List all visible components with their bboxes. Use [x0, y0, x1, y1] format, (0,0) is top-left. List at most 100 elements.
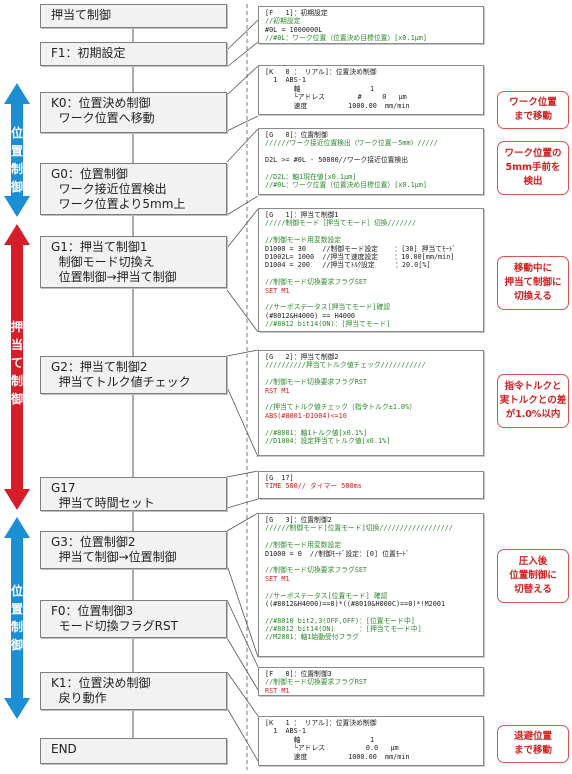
label-char: 位	[10, 584, 23, 598]
code-line: 1 ABS-1	[265, 727, 306, 736]
code-line: D1004 = 200 //押当てﾄﾙｸ設定 ：20.0[%]	[265, 261, 431, 270]
code-line: 速度 1000.00 mm/min	[265, 101, 410, 110]
code-line	[265, 583, 479, 591]
code-box: [K 1 ： リアル]：位置決め制御 1 ABS-1 軸 1 └アドレス 0.0…	[258, 716, 484, 766]
step-box: K0：位置決め制御 ワーク位置へ移動	[40, 92, 227, 133]
code-line	[265, 165, 479, 173]
code-line: [G 17]	[265, 474, 294, 482]
text-line: END	[51, 742, 77, 756]
code-line	[265, 228, 479, 236]
step-box: F0：位置制御3 モード切換フラグRST	[40, 600, 227, 638]
code-line: [K 1 ： リアル]：位置決め制御	[265, 719, 377, 727]
code-line: [G 0]：位置制御	[265, 131, 328, 139]
annotation-note: ワーク位置の 5mm手前を検出	[497, 141, 569, 195]
text-line: 圧入後	[518, 556, 548, 567]
text-line: まで移動	[513, 111, 552, 122]
code-line: //#0L：ワーク位置（位置決め目標位置）[x0.1μm]	[265, 34, 427, 43]
code-line	[265, 420, 479, 428]
code-line: (#8012&H4000) == H4000	[265, 311, 356, 320]
code-box: [F 1]：初期設定//初期設定#0L = 1000000L//#0L：ワーク位…	[258, 6, 484, 44]
text-line: 位置制御に	[509, 570, 557, 581]
text-line: 切換える	[514, 291, 552, 302]
label-char: 当	[10, 338, 23, 352]
text-line: 検出	[523, 176, 543, 187]
label-char: 御	[10, 392, 23, 406]
side-arrow-red	[4, 224, 30, 510]
annotation-note: 退避位置まで移動	[497, 725, 569, 763]
side-arrow-label: 押当て制御	[7, 318, 27, 408]
code-line	[265, 533, 479, 541]
label-char: 制	[10, 374, 23, 388]
code-line: //制御モード切換要求フラグSET	[265, 566, 368, 575]
text-line: 5mm手前を	[505, 162, 561, 173]
text-line: 退避位置	[513, 731, 552, 742]
text-line: G3：位置制御2	[51, 535, 136, 549]
text-line: G2：押当て制御2	[51, 360, 148, 374]
step-box: K1：位置決め制御 戻り動作	[40, 672, 227, 710]
code-line: //制御モード切換要求フラグSET	[265, 278, 368, 287]
step-code-connectors	[226, 19, 259, 762]
label-char: 置	[10, 602, 23, 616]
step-box: G17 押当て時間セット	[40, 477, 227, 511]
label-char: 押	[10, 320, 23, 334]
text-line: 指令トルクと	[504, 381, 562, 392]
code-box: [G 2]：押当て制御2//////////押当てトルク値チェック///////…	[258, 350, 484, 456]
code-line: [G 1]：押当て制御1	[265, 211, 339, 219]
label-char: 制	[10, 620, 23, 634]
code-line: //////制御モード[位置モード]切換//////////////////	[265, 524, 453, 533]
annotation-note: 移動中に押当て制御に切換える	[497, 256, 569, 310]
code-box: [K 0 ： リアル]：位置決め制御 1 ABS-1 軸 1 └アドレス # 0…	[258, 65, 484, 115]
code-line: └アドレス # 0 μm	[265, 93, 407, 102]
code-line: [G 3]：位置制御2	[265, 516, 332, 524]
step-box: G2：押当て制御2 押当てトルク値チェック	[40, 356, 227, 394]
text-line: ワーク位置の	[504, 148, 562, 159]
code-line: //サーボステータス[押当てモード]確認	[265, 303, 391, 312]
code-line: //////////押当てトルク値チェック///////////	[265, 361, 426, 370]
text-line: ワーク位置より5mm上	[51, 197, 186, 211]
step-box: G0：位置制御 ワーク接近位置検出 ワーク位置より5mm上	[40, 163, 227, 215]
code-line	[265, 608, 479, 616]
code-line: /////制御モード［押当てモード］切換///////	[265, 219, 417, 228]
code-line: 軸 1	[265, 735, 375, 744]
step-box: G3：位置制御2 押当て制御→位置制御	[40, 531, 227, 569]
label-char: 位	[10, 126, 23, 140]
code-line: //押当てトルク値チェック（指令トルク±1.0%）	[265, 403, 416, 412]
step-box: G1：押当て制御1 制御モード切換え 位置制御→押当て制御	[40, 236, 227, 288]
code-line: //初期設定	[265, 17, 301, 26]
code-line: RST M1	[265, 386, 290, 395]
code-line: //#8001：軸1トルク値[x0.1%]	[265, 428, 368, 437]
code-line: D1000 = 0 //制御ﾓｰﾄﾞ設定：[0] 位置ﾓｰﾄﾞ	[265, 549, 410, 558]
code-line: RST M1	[265, 686, 290, 695]
text-line: G1：押当て制御1	[51, 240, 148, 254]
code-line: #0L = 1000000L	[265, 25, 323, 34]
label-char: 置	[10, 144, 23, 158]
code-line: ABS(#8001-D1004)<=10	[265, 411, 347, 420]
text-line: G0：位置制御	[51, 167, 128, 181]
code-line: SET M1	[265, 574, 290, 583]
code-line: └アドレス 0.0 μm	[265, 744, 399, 753]
text-line: ワーク位置	[509, 97, 557, 108]
code-line: TIME 500// タイマー 500ms	[265, 482, 362, 491]
code-line: //#0L：ワーク位置（位置決め目標位置）[x0.1μm]	[265, 181, 427, 190]
code-box: [G 0]：位置制御//////ワーク接近位置検出（ワーク位置－5mm）////…	[258, 128, 484, 195]
code-line: [K 0 ： リアル]：位置決め制御	[265, 68, 377, 76]
code-line: //#8012 bit14(ON)：[押当てモード]	[265, 320, 391, 329]
code-box: [G 3]：位置制御2//////制御モード[位置モード]切換/////////…	[258, 513, 484, 657]
text-line: 実トルクとの差	[499, 395, 567, 406]
code-line: //制御モード用変数設定	[265, 236, 342, 245]
code-line: //D1004：設定押当てトルク値[x0.1%]	[265, 436, 391, 445]
text-line: まで移動	[513, 745, 552, 756]
code-line: [F 1]：初期設定	[265, 9, 328, 17]
annotation-note: 指令トルクと実トルクとの差が1.0%以内	[497, 374, 569, 428]
code-line	[265, 148, 479, 156]
annotation-note: 圧入後位置制御に切替える	[497, 549, 569, 603]
code-line: [F 0]：位置制御3	[265, 670, 332, 678]
code-line: //サーボステータス[位置モード] 確認	[265, 591, 388, 600]
text-line: F0：位置制御3	[51, 604, 134, 618]
text-line: K1：位置決め制御	[51, 676, 151, 690]
code-box: [G 1]：押当て制御1/////制御モード［押当てモード］切換/////// /…	[258, 208, 484, 332]
code-line: D1002L= 1000 //押当て速度設定 ：10.00[mm/min]	[265, 252, 455, 261]
text-line: 戻り動作	[51, 691, 107, 705]
code-line: 1 ABS-1	[265, 76, 306, 85]
side-arrow-label: 位置制御	[7, 582, 27, 654]
